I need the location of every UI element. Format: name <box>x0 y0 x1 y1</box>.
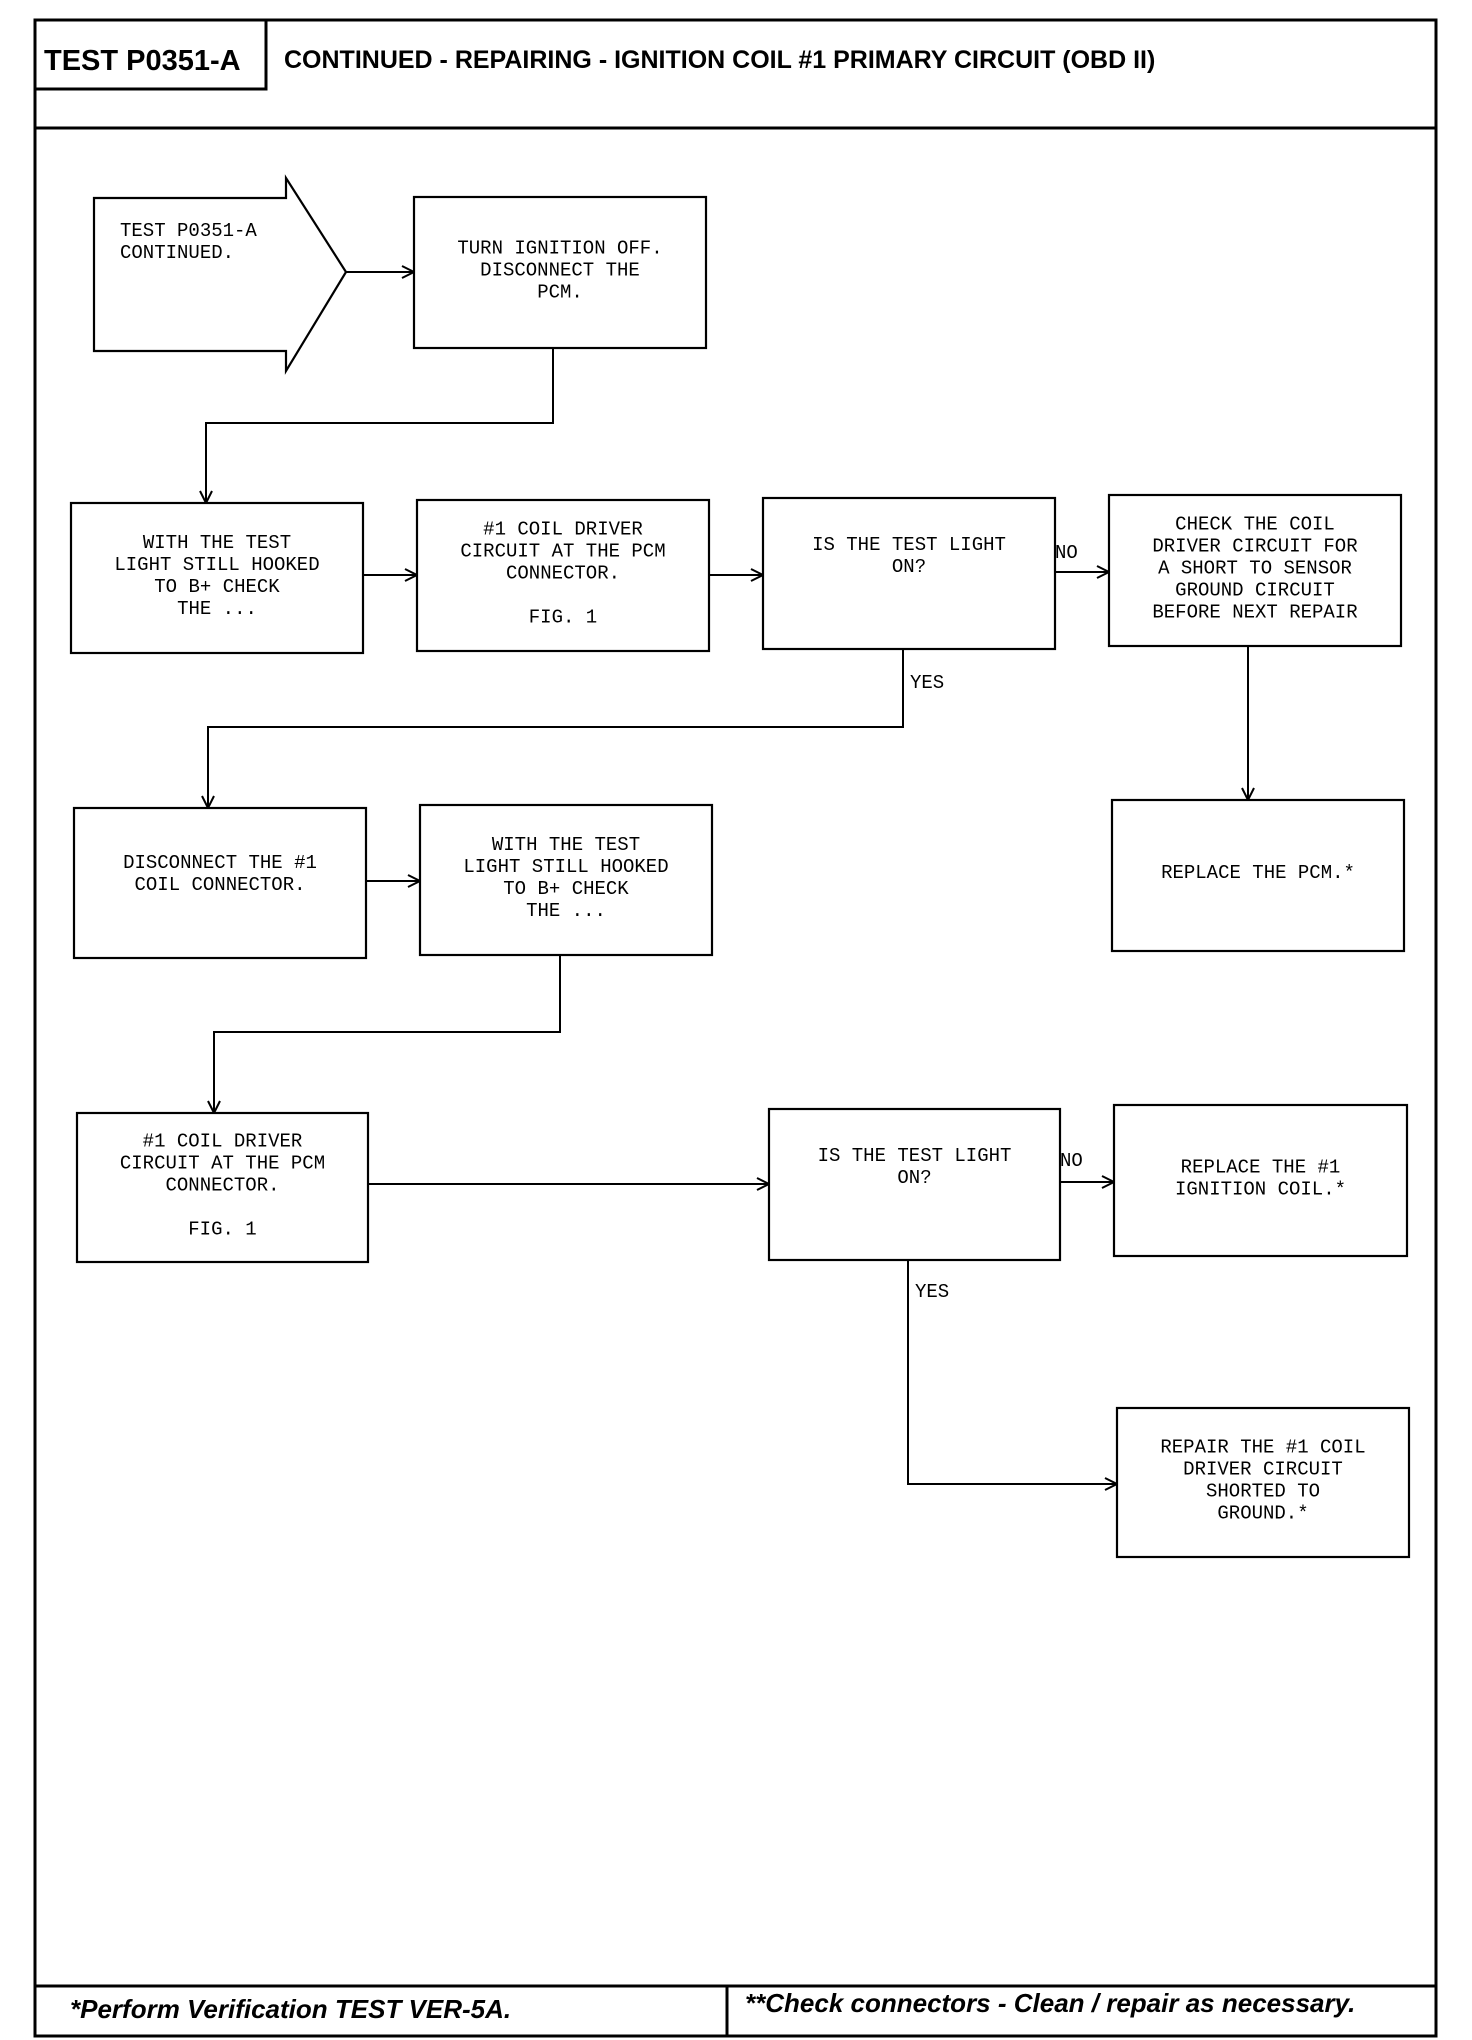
step-text-line: LIGHT STILL HOOKED <box>463 856 668 878</box>
step-text-line: THE ... <box>177 598 257 620</box>
test-id: TEST P0351-A <box>44 45 241 77</box>
step-text-line: CIRCUIT AT THE PCM <box>120 1153 325 1175</box>
step-box <box>767 1107 1062 1262</box>
connector-turn-to-with1 <box>206 348 554 503</box>
step-text-line: #1 COIL DRIVER <box>483 519 643 541</box>
decision1-yes-label: YES <box>910 672 944 694</box>
step-text-line: THE ... <box>526 900 606 922</box>
start-arrow-shape <box>92 174 348 375</box>
footer-connector-note: **Check connectors - Clean / repair as n… <box>745 1988 1355 2018</box>
start-text-line: TEST P0351-A <box>120 220 257 242</box>
step-box <box>412 195 708 350</box>
step-text-line: CHECK THE COIL <box>1175 514 1335 536</box>
step-text-line: TO B+ CHECK <box>154 576 280 598</box>
connector-decision2-yes <box>907 1260 1117 1484</box>
step-text-line: GROUND.* <box>1217 1503 1308 1525</box>
step-box <box>761 496 1057 651</box>
step-text-line: LIGHT STILL HOOKED <box>114 554 319 576</box>
step-text-line: BEFORE NEXT REPAIR <box>1152 602 1357 624</box>
step-text-line: ON? <box>892 556 926 578</box>
page-frame <box>33 18 1438 2038</box>
connector-decision1-yes <box>208 649 904 808</box>
step-text-line: #1 COIL DRIVER <box>143 1131 303 1153</box>
footer-verification-note: *Perform Verification TEST VER-5A. <box>70 1994 511 2024</box>
start-text-line: CONTINUED. <box>120 242 234 264</box>
step-text-line: REPLACE THE #1 <box>1181 1157 1341 1179</box>
step-box <box>1107 493 1403 648</box>
step-text-line: A SHORT TO SENSOR <box>1158 558 1352 580</box>
step-text-line: FIG. 1 <box>529 607 597 629</box>
step-text-line: DISCONNECT THE #1 <box>123 852 317 874</box>
step-text-line: CONNECTOR. <box>506 563 620 585</box>
step-text-line: REPLACE THE PCM.* <box>1161 862 1355 884</box>
step-text-line: PCM. <box>537 282 583 304</box>
step-text-line: CONNECTOR. <box>165 1175 279 1197</box>
step-text-line: ON? <box>897 1167 931 1189</box>
connector-with2-to-coil2 <box>214 955 561 1113</box>
step-text-line: WITH THE TEST <box>143 532 291 554</box>
step-box <box>75 1111 370 1264</box>
step-replace-pcm: REPLACE THE PCM.* <box>1110 798 1406 953</box>
step-box <box>418 803 714 957</box>
step-text-line: DISCONNECT THE <box>480 260 640 282</box>
connectors <box>206 272 1248 1484</box>
step-text-line: REPAIR THE #1 COIL <box>1160 1437 1365 1459</box>
step-text-line: DRIVER CIRCUIT FOR <box>1152 536 1357 558</box>
step-text-line: CIRCUIT AT THE PCM <box>460 541 665 563</box>
step-box <box>1110 798 1406 953</box>
step-text-line: IS THE TEST LIGHT <box>812 534 1006 556</box>
decision1-no-label: NO <box>1055 542 1078 564</box>
decision2-yes-label: YES <box>915 1281 949 1303</box>
step-box <box>69 501 365 655</box>
step-text-line: IGNITION COIL.* <box>1175 1179 1346 1201</box>
step-text-line: IS THE TEST LIGHT <box>818 1145 1012 1167</box>
step-box <box>415 498 711 653</box>
step-text-line: WITH THE TEST <box>492 834 640 856</box>
step-text-line: FIG. 1 <box>188 1219 256 1241</box>
decision2-no-label: NO <box>1060 1150 1083 1172</box>
step-box <box>1115 1406 1411 1559</box>
step-text-line: GROUND CIRCUIT <box>1175 580 1335 602</box>
step-box <box>1112 1103 1409 1258</box>
step-text-line: SHORTED TO <box>1206 1481 1320 1503</box>
step-text-line: TO B+ CHECK <box>503 878 629 900</box>
step-text-line: COIL CONNECTOR. <box>134 874 305 896</box>
step-text-line: TURN IGNITION OFF. <box>457 238 662 260</box>
step-box <box>72 806 368 960</box>
test-id-box <box>33 18 268 91</box>
page-title: CONTINUED - REPAIRING - IGNITION COIL #1… <box>284 46 1155 74</box>
step-text-line: DRIVER CIRCUIT <box>1183 1459 1343 1481</box>
